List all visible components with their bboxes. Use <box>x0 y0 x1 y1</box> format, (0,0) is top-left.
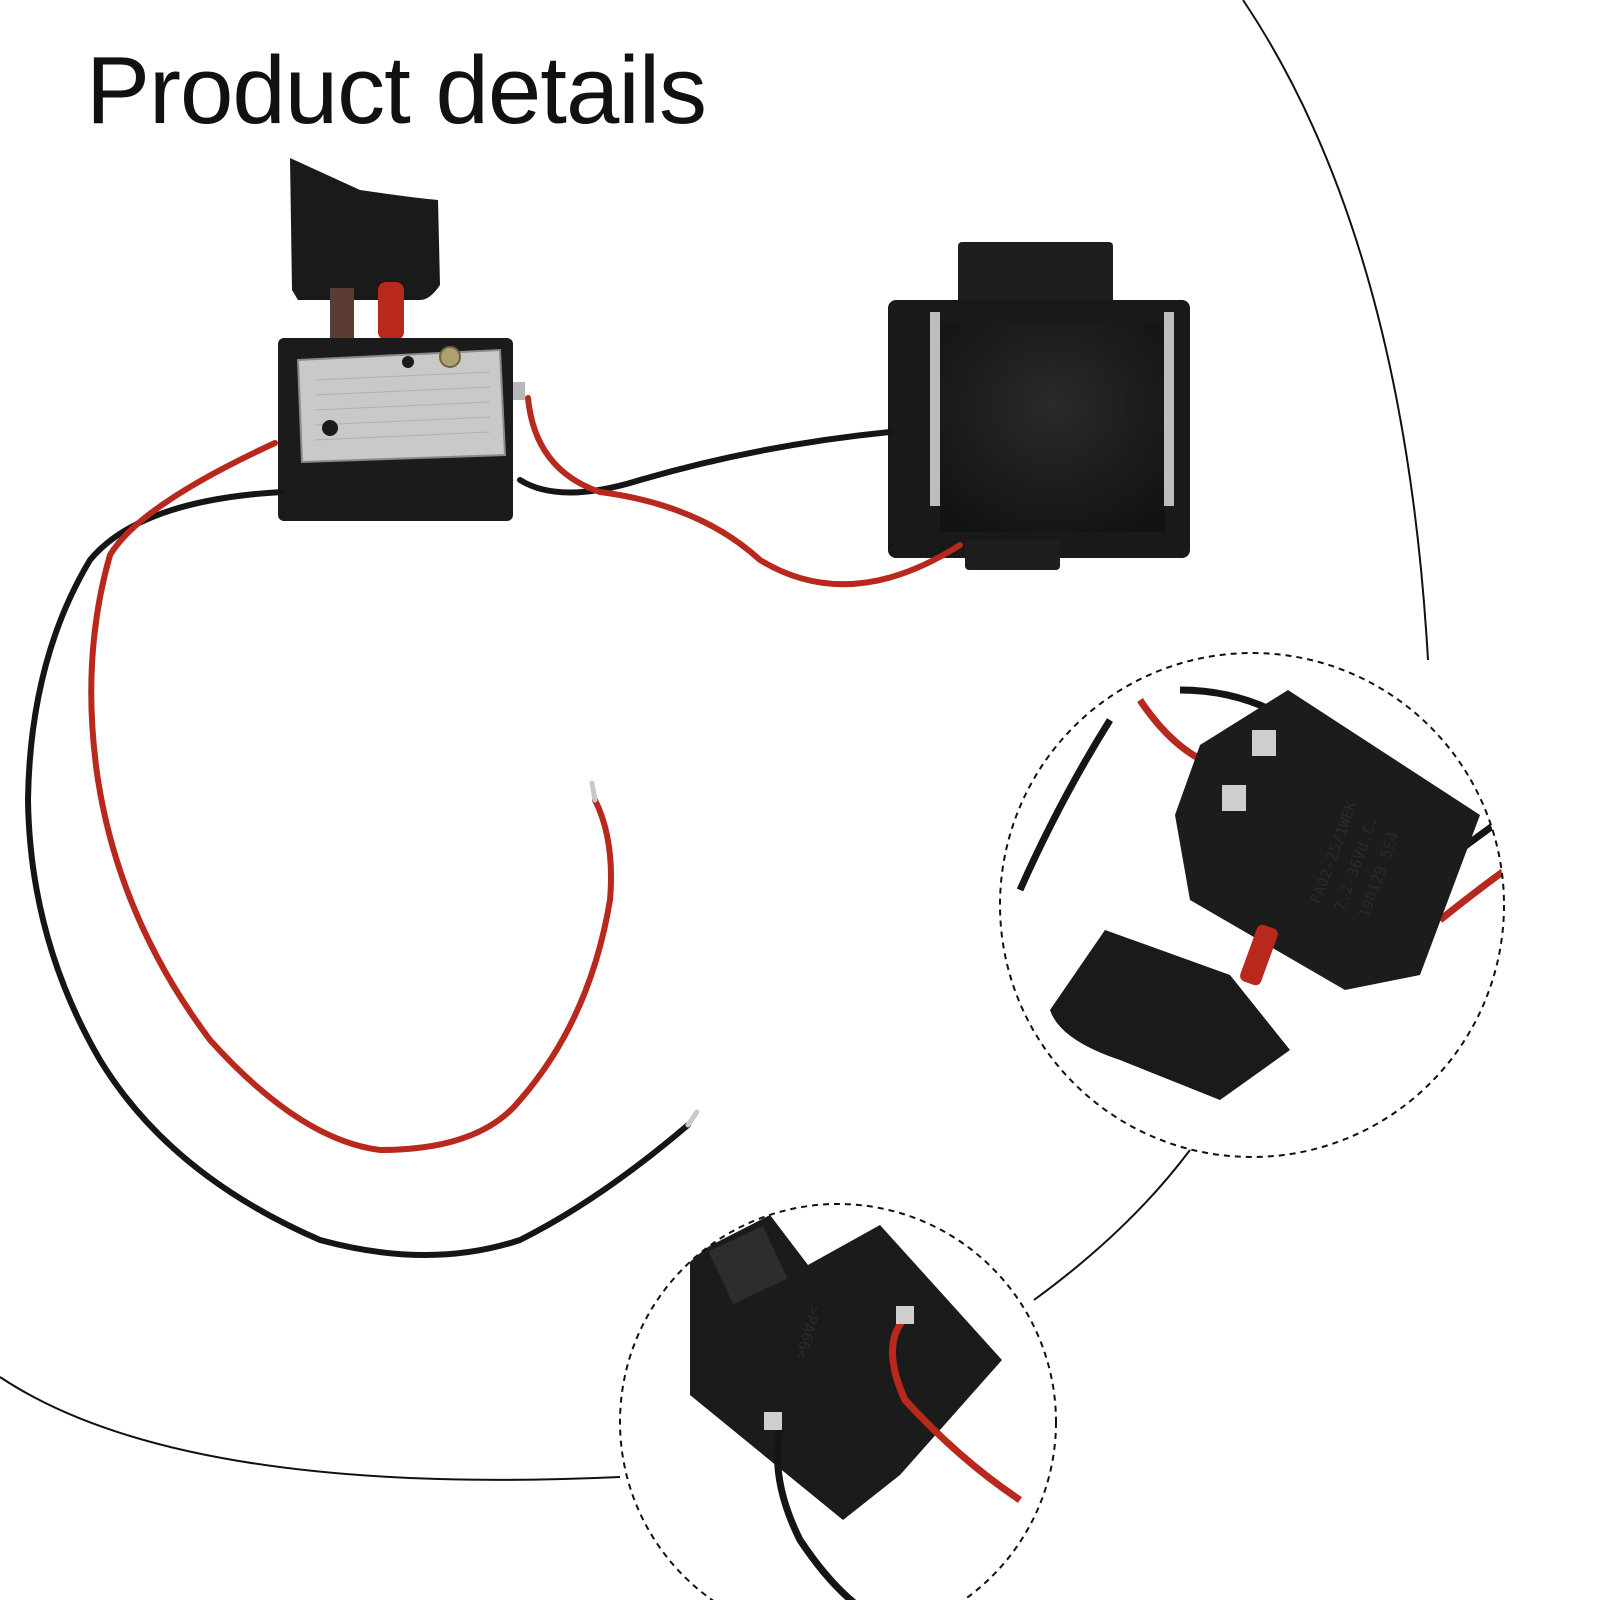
bracket-top-tab <box>958 242 1113 312</box>
plate-screw <box>439 346 461 368</box>
detail-terminal-top <box>1252 730 1276 756</box>
detail-wire-red <box>889 1315 1022 1503</box>
guide-arc-large <box>1242 0 1429 661</box>
detail-circle-bracket: >PA66< <box>619 1203 1057 1600</box>
wire-tip-black <box>685 1109 700 1128</box>
guide-arcs <box>0 0 1429 1481</box>
trigger-stem-left <box>330 288 354 340</box>
metal-plate-texture <box>314 371 491 441</box>
wires <box>24 395 963 1258</box>
detail-bracket-body <box>690 1215 1002 1520</box>
plate-rivet-top <box>402 356 414 368</box>
detail-terminal-bottom <box>1222 785 1246 811</box>
battery-bracket <box>888 242 1190 570</box>
detail-wire-red-right <box>1437 857 1504 923</box>
detail-circle-bracket-border <box>619 1203 1057 1600</box>
trigger-switch <box>278 158 525 521</box>
detail-trigger-stem <box>1240 924 1278 986</box>
detail-circle-switch-border <box>999 652 1505 1158</box>
detail-switch-housing <box>1175 690 1480 990</box>
switch-terminal <box>513 382 525 400</box>
bracket-clip-left <box>930 312 940 506</box>
wire-black-switch-to-bracket <box>517 429 893 496</box>
detail-bracket-terminal-red <box>896 1306 914 1324</box>
plate-rivet-bottom <box>322 420 338 436</box>
guide-arc-bottom <box>0 1376 621 1481</box>
trigger-stem-red <box>378 282 404 340</box>
wire-tip-red <box>589 780 598 803</box>
detail-trigger-paddle <box>1050 930 1290 1100</box>
bracket-inner <box>940 322 1165 532</box>
detail-wire-black-left <box>1016 718 1113 892</box>
detail-wire-black <box>774 1429 882 1600</box>
wire-red-switch-to-bracket <box>525 395 963 588</box>
detail-circle-switch: FA02-25/1WEK 7.2-36Vd.C. 198129 5E4 <box>999 652 1505 1158</box>
wire-red-long <box>88 440 614 1154</box>
guide-connector-line <box>1033 1149 1191 1301</box>
bracket-clip-right <box>1164 312 1174 506</box>
bracket-bottom-tab <box>965 540 1060 570</box>
detail-bracket-window <box>708 1226 788 1304</box>
detail-bracket-terminal-black <box>764 1412 782 1430</box>
trigger-paddle <box>290 158 440 300</box>
wire-black-long <box>24 489 691 1258</box>
page-title: Product details <box>86 37 707 144</box>
